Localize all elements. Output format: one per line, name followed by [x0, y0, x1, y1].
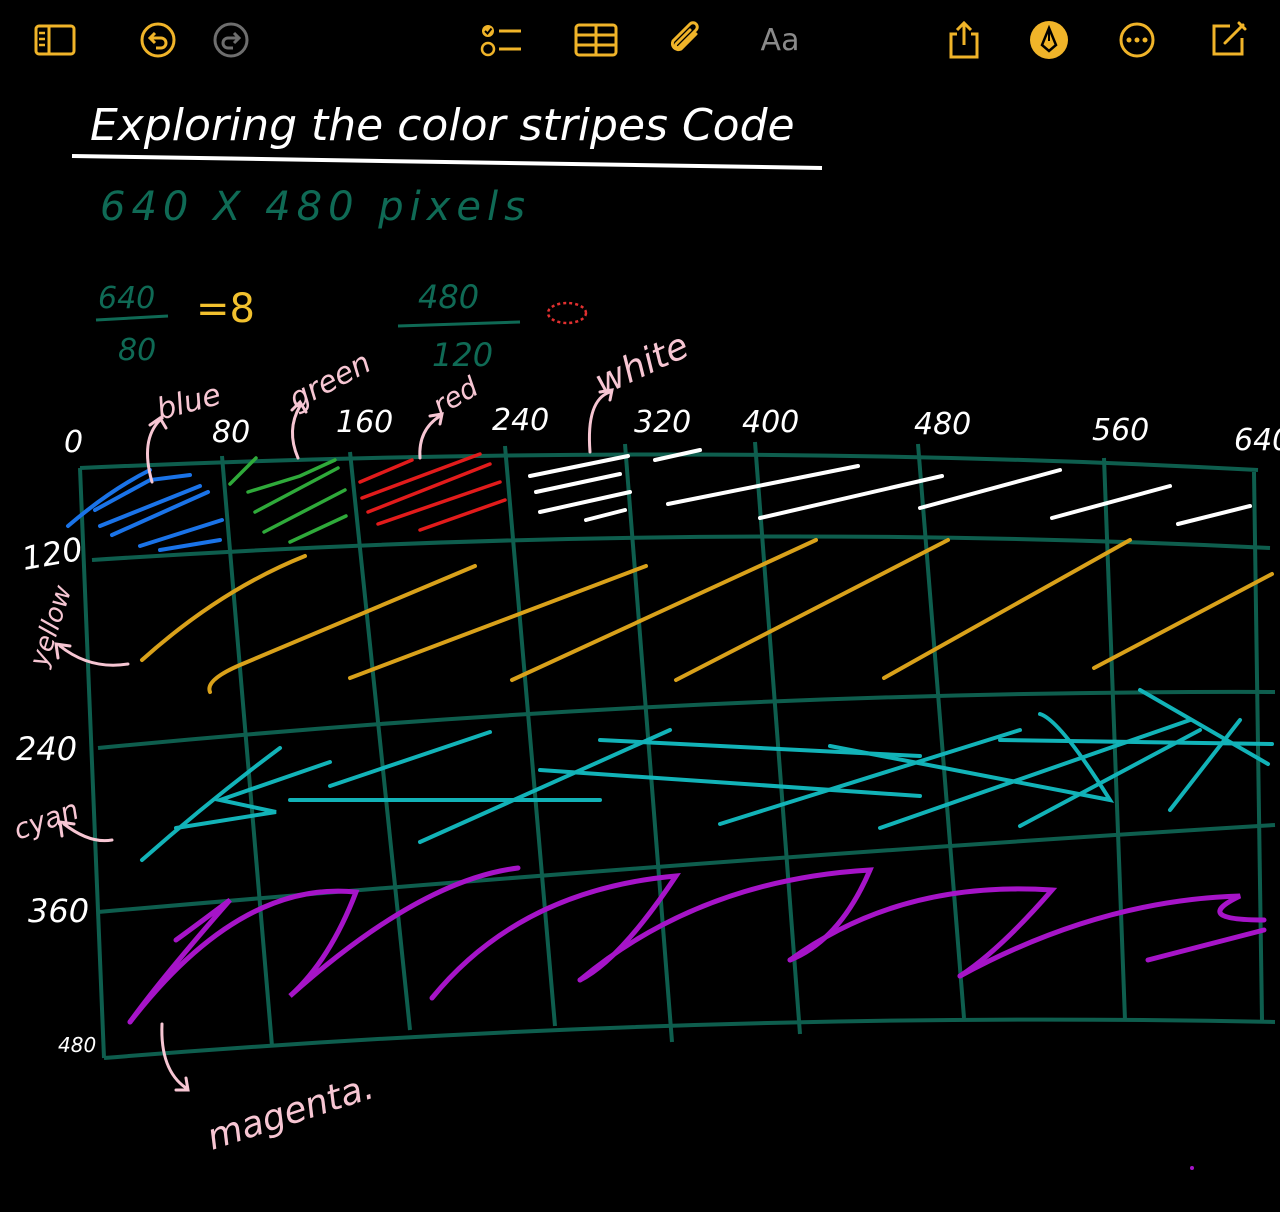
text-format-button[interactable]: Aa [752, 16, 808, 64]
column-label: 480 [914, 407, 971, 442]
stripe-green [228, 456, 348, 544]
stripe-cyan [140, 688, 1274, 862]
calc-height-denominator: 120 [432, 336, 493, 374]
note-canvas[interactable]: Exploring the color stripes Code 640 X 4… [0, 80, 1280, 1208]
compose-button[interactable] [1204, 16, 1252, 64]
undo-button[interactable] [134, 16, 182, 64]
calc-width-result: =8 [196, 286, 255, 332]
title-underline [71, 154, 823, 170]
share-icon [949, 20, 979, 59]
label-yellow: yellow [24, 581, 79, 671]
column-label: 400 [742, 405, 799, 440]
stripe-blue [66, 468, 224, 552]
lasso-selection-marker [546, 301, 588, 325]
column-label: 80 [212, 415, 250, 450]
column-label: 0 [64, 425, 83, 460]
table-icon [574, 23, 618, 57]
text-format-icon: Aa [760, 22, 800, 58]
calc-width-numerator: 640 [98, 281, 155, 316]
stripe-annotations: blue green red white yellow cyan magenta… [9, 325, 695, 1158]
undo-icon [140, 22, 176, 58]
label-cyan: cyan [9, 793, 83, 847]
calc-width-denominator: 80 [118, 333, 156, 368]
calc-height-fraction-bar [397, 320, 521, 328]
drawing-layer: Exploring the color stripes Code 640 X 4… [9, 100, 1280, 1170]
calc-height-numerator: 480 [418, 278, 479, 316]
row-label: 120 [19, 530, 86, 578]
sidebar-icon [34, 24, 76, 56]
stripe-magenta [127, 865, 1267, 1025]
stripe-red [358, 452, 507, 532]
redo-button[interactable] [207, 16, 255, 64]
column-label: 240 [492, 403, 549, 438]
stray-ink-dot [1190, 1166, 1194, 1170]
notes-toolbar: Aa [0, 0, 1280, 80]
redo-icon [213, 22, 249, 58]
checklist-icon [480, 25, 521, 57]
row-label: 480 [58, 1033, 96, 1057]
label-magenta: magenta. [202, 1066, 379, 1158]
compose-icon [1212, 21, 1247, 56]
column-label: 640 [1234, 423, 1280, 458]
row-label: 360 [28, 892, 89, 930]
stripe-white [528, 448, 1252, 526]
more-options-button[interactable] [1113, 16, 1161, 64]
table-button[interactable] [572, 16, 620, 64]
row-label: 240 [16, 730, 77, 768]
sidebar-toggle-button[interactable] [31, 16, 79, 64]
share-button[interactable] [940, 16, 988, 64]
column-labels: 0 80 160 240 320 400 480 560 640 [64, 403, 1280, 460]
markup-pen-icon [1030, 21, 1068, 59]
column-label: 560 [1092, 413, 1149, 448]
column-label: 320 [634, 405, 691, 440]
markup-button[interactable] [1025, 16, 1073, 64]
column-label: 160 [336, 405, 393, 440]
row-labels: 120 240 360 480 [16, 530, 96, 1057]
note-title: Exploring the color stripes Code [90, 100, 795, 151]
resolution-text: 640 X 480 pixels [100, 184, 531, 230]
checklist-button[interactable] [477, 16, 525, 64]
calc-width-fraction-bar [95, 314, 169, 322]
pixel-grid [78, 441, 1276, 1060]
annotation-arrows [54, 388, 614, 1092]
paperclip-icon [670, 21, 699, 52]
attachment-button[interactable] [662, 16, 710, 64]
stripe-yellow [140, 538, 1274, 694]
more-icon [1119, 22, 1155, 58]
